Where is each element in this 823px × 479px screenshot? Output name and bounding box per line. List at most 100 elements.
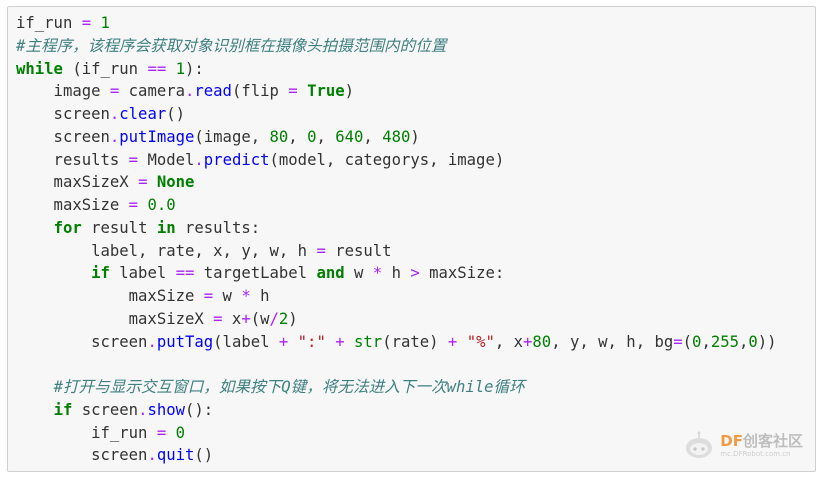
code-token-plain: maxSize: bbox=[419, 264, 505, 283]
code-token-plain bbox=[91, 14, 100, 32]
code-line: maxSize = 0.0 bbox=[16, 194, 777, 217]
code-token-plain bbox=[345, 333, 354, 351]
code-line: for result in results: bbox=[16, 217, 777, 240]
code-token-plain: Model bbox=[138, 150, 195, 169]
code-token-kw: if bbox=[91, 264, 110, 283]
code-token-plain: , bbox=[701, 332, 711, 351]
code-line: if label == targetLabel and w * h > maxS… bbox=[16, 262, 777, 285]
code-token-fn: read bbox=[194, 82, 232, 101]
code-token-num: 80 bbox=[269, 127, 289, 146]
code-token-op: / bbox=[269, 309, 279, 328]
code-token-plain: w bbox=[344, 264, 373, 283]
code-token-plain bbox=[16, 401, 54, 419]
code-token-num: 80 bbox=[532, 332, 552, 351]
code-token-kw: if bbox=[53, 400, 73, 419]
code-token-plain: (image, bbox=[194, 127, 270, 146]
code-token-op: . bbox=[138, 400, 148, 419]
code-line: maxSizeX = None bbox=[16, 171, 777, 194]
code-token-plain: screen bbox=[16, 127, 110, 146]
code-token-plain: ) bbox=[410, 127, 420, 146]
code-token-plain: x bbox=[222, 309, 242, 328]
code-token-plain bbox=[298, 82, 307, 100]
code-token-plain: maxSizeX bbox=[16, 309, 214, 328]
dfrobot-watermark: DF创客社区 mc.DFRobot.com.cn bbox=[682, 431, 803, 461]
code-token-op: * bbox=[241, 287, 251, 305]
code-token-plain bbox=[16, 219, 54, 237]
code-token-plain: , x bbox=[494, 332, 524, 351]
code-token-op: . bbox=[185, 82, 195, 101]
code-line: screen.quit() bbox=[16, 444, 777, 467]
code-token-op: + bbox=[335, 332, 345, 351]
code-token-op: == bbox=[175, 264, 195, 283]
code-token-plain: screen bbox=[16, 332, 148, 351]
code-token-plain: maxSize bbox=[16, 196, 129, 214]
code-token-op: = bbox=[673, 332, 683, 351]
code-token-num: 0 bbox=[748, 332, 758, 351]
code-token-num: 0 bbox=[175, 423, 185, 442]
code-token-builtin: str bbox=[354, 332, 383, 351]
code-token-plain: screen bbox=[16, 105, 110, 123]
code-token-plain: (if_run bbox=[62, 59, 148, 78]
code-line bbox=[16, 353, 777, 376]
code-token-num: 1 bbox=[175, 59, 186, 78]
code-token-op: = bbox=[128, 196, 139, 214]
code-token-op: + bbox=[278, 332, 289, 351]
code-token-plain bbox=[147, 173, 156, 191]
code-token-plain: label bbox=[109, 264, 176, 283]
code-line: results = Model.predict(model, categorys… bbox=[16, 149, 777, 172]
code-token-op: . bbox=[109, 105, 120, 123]
code-token-op: = bbox=[109, 82, 120, 101]
code-line: #主程序，该程序会获取对象识别框在摄像头拍摄范围内的位置 bbox=[16, 35, 777, 58]
code-token-plain: () bbox=[194, 446, 214, 465]
code-token-plain: , y, w, h, bg bbox=[551, 332, 674, 351]
code-token-plain: () bbox=[166, 105, 186, 123]
code-token-kw: in bbox=[156, 218, 176, 237]
code-token-plain bbox=[326, 333, 335, 351]
code-token-str: ":" bbox=[297, 332, 326, 351]
code-token-kw: True bbox=[307, 82, 345, 101]
code-token-plain: label, rate, x, y, w, h bbox=[16, 241, 317, 260]
code-token-plain: (model, categorys, image) bbox=[269, 150, 505, 169]
code-token-op: . bbox=[147, 446, 157, 465]
code-token-plain: targetLabel bbox=[194, 264, 317, 283]
code-token-plain: maxSizeX bbox=[16, 173, 139, 192]
code-token-op: + bbox=[447, 332, 458, 351]
code-token-fn: clear bbox=[119, 105, 167, 123]
code-line: if_run = 0 bbox=[16, 422, 777, 445]
code-line: #打开与显示交互窗口，如果按下Q键，将无法进入下一次while循环 bbox=[16, 376, 777, 399]
code-token-kw: while bbox=[16, 59, 63, 78]
code-token-num: 0 bbox=[307, 127, 317, 146]
code-token-op: > bbox=[410, 264, 420, 283]
code-token-plain bbox=[288, 333, 297, 351]
code-token-plain bbox=[166, 424, 175, 442]
code-token-plain: h bbox=[382, 264, 411, 283]
code-token-op: = bbox=[316, 241, 326, 260]
code-line: maxSizeX = x+(w/2) bbox=[16, 308, 777, 331]
code-token-num: 0 bbox=[692, 332, 702, 351]
code-token-plain: ( bbox=[682, 332, 693, 351]
code-line: maxSize = w * h bbox=[16, 285, 777, 308]
code-token-op: + bbox=[523, 332, 533, 351]
code-token-plain: result bbox=[325, 241, 392, 260]
code-token-num: 480 bbox=[382, 127, 411, 146]
code-token-op: = bbox=[213, 309, 223, 328]
code-token-op: . bbox=[194, 150, 204, 169]
watermark-url: mc.DFRobot.com.cn bbox=[720, 450, 791, 458]
code-token-op: + bbox=[241, 309, 251, 328]
code-token-plain bbox=[457, 333, 466, 351]
code-line: screen.putImage(image, 80, 0, 640, 480) bbox=[16, 126, 777, 149]
code-token-op: = bbox=[81, 14, 92, 32]
code-token-plain: )) bbox=[757, 332, 777, 351]
code-token-plain: result bbox=[81, 218, 157, 237]
code-token-plain bbox=[166, 60, 175, 78]
code-line: label, rate, x, y, w, h = result bbox=[16, 240, 777, 263]
code-token-num: 1 bbox=[100, 14, 110, 32]
code-token-plain: , bbox=[739, 332, 749, 351]
code-token-plain: if_run bbox=[16, 423, 157, 442]
code-token-plain: w bbox=[213, 287, 242, 305]
code-token-plain: if_run bbox=[16, 14, 82, 32]
code-token-plain: image bbox=[16, 82, 110, 101]
code-token-plain: (label bbox=[213, 332, 279, 351]
